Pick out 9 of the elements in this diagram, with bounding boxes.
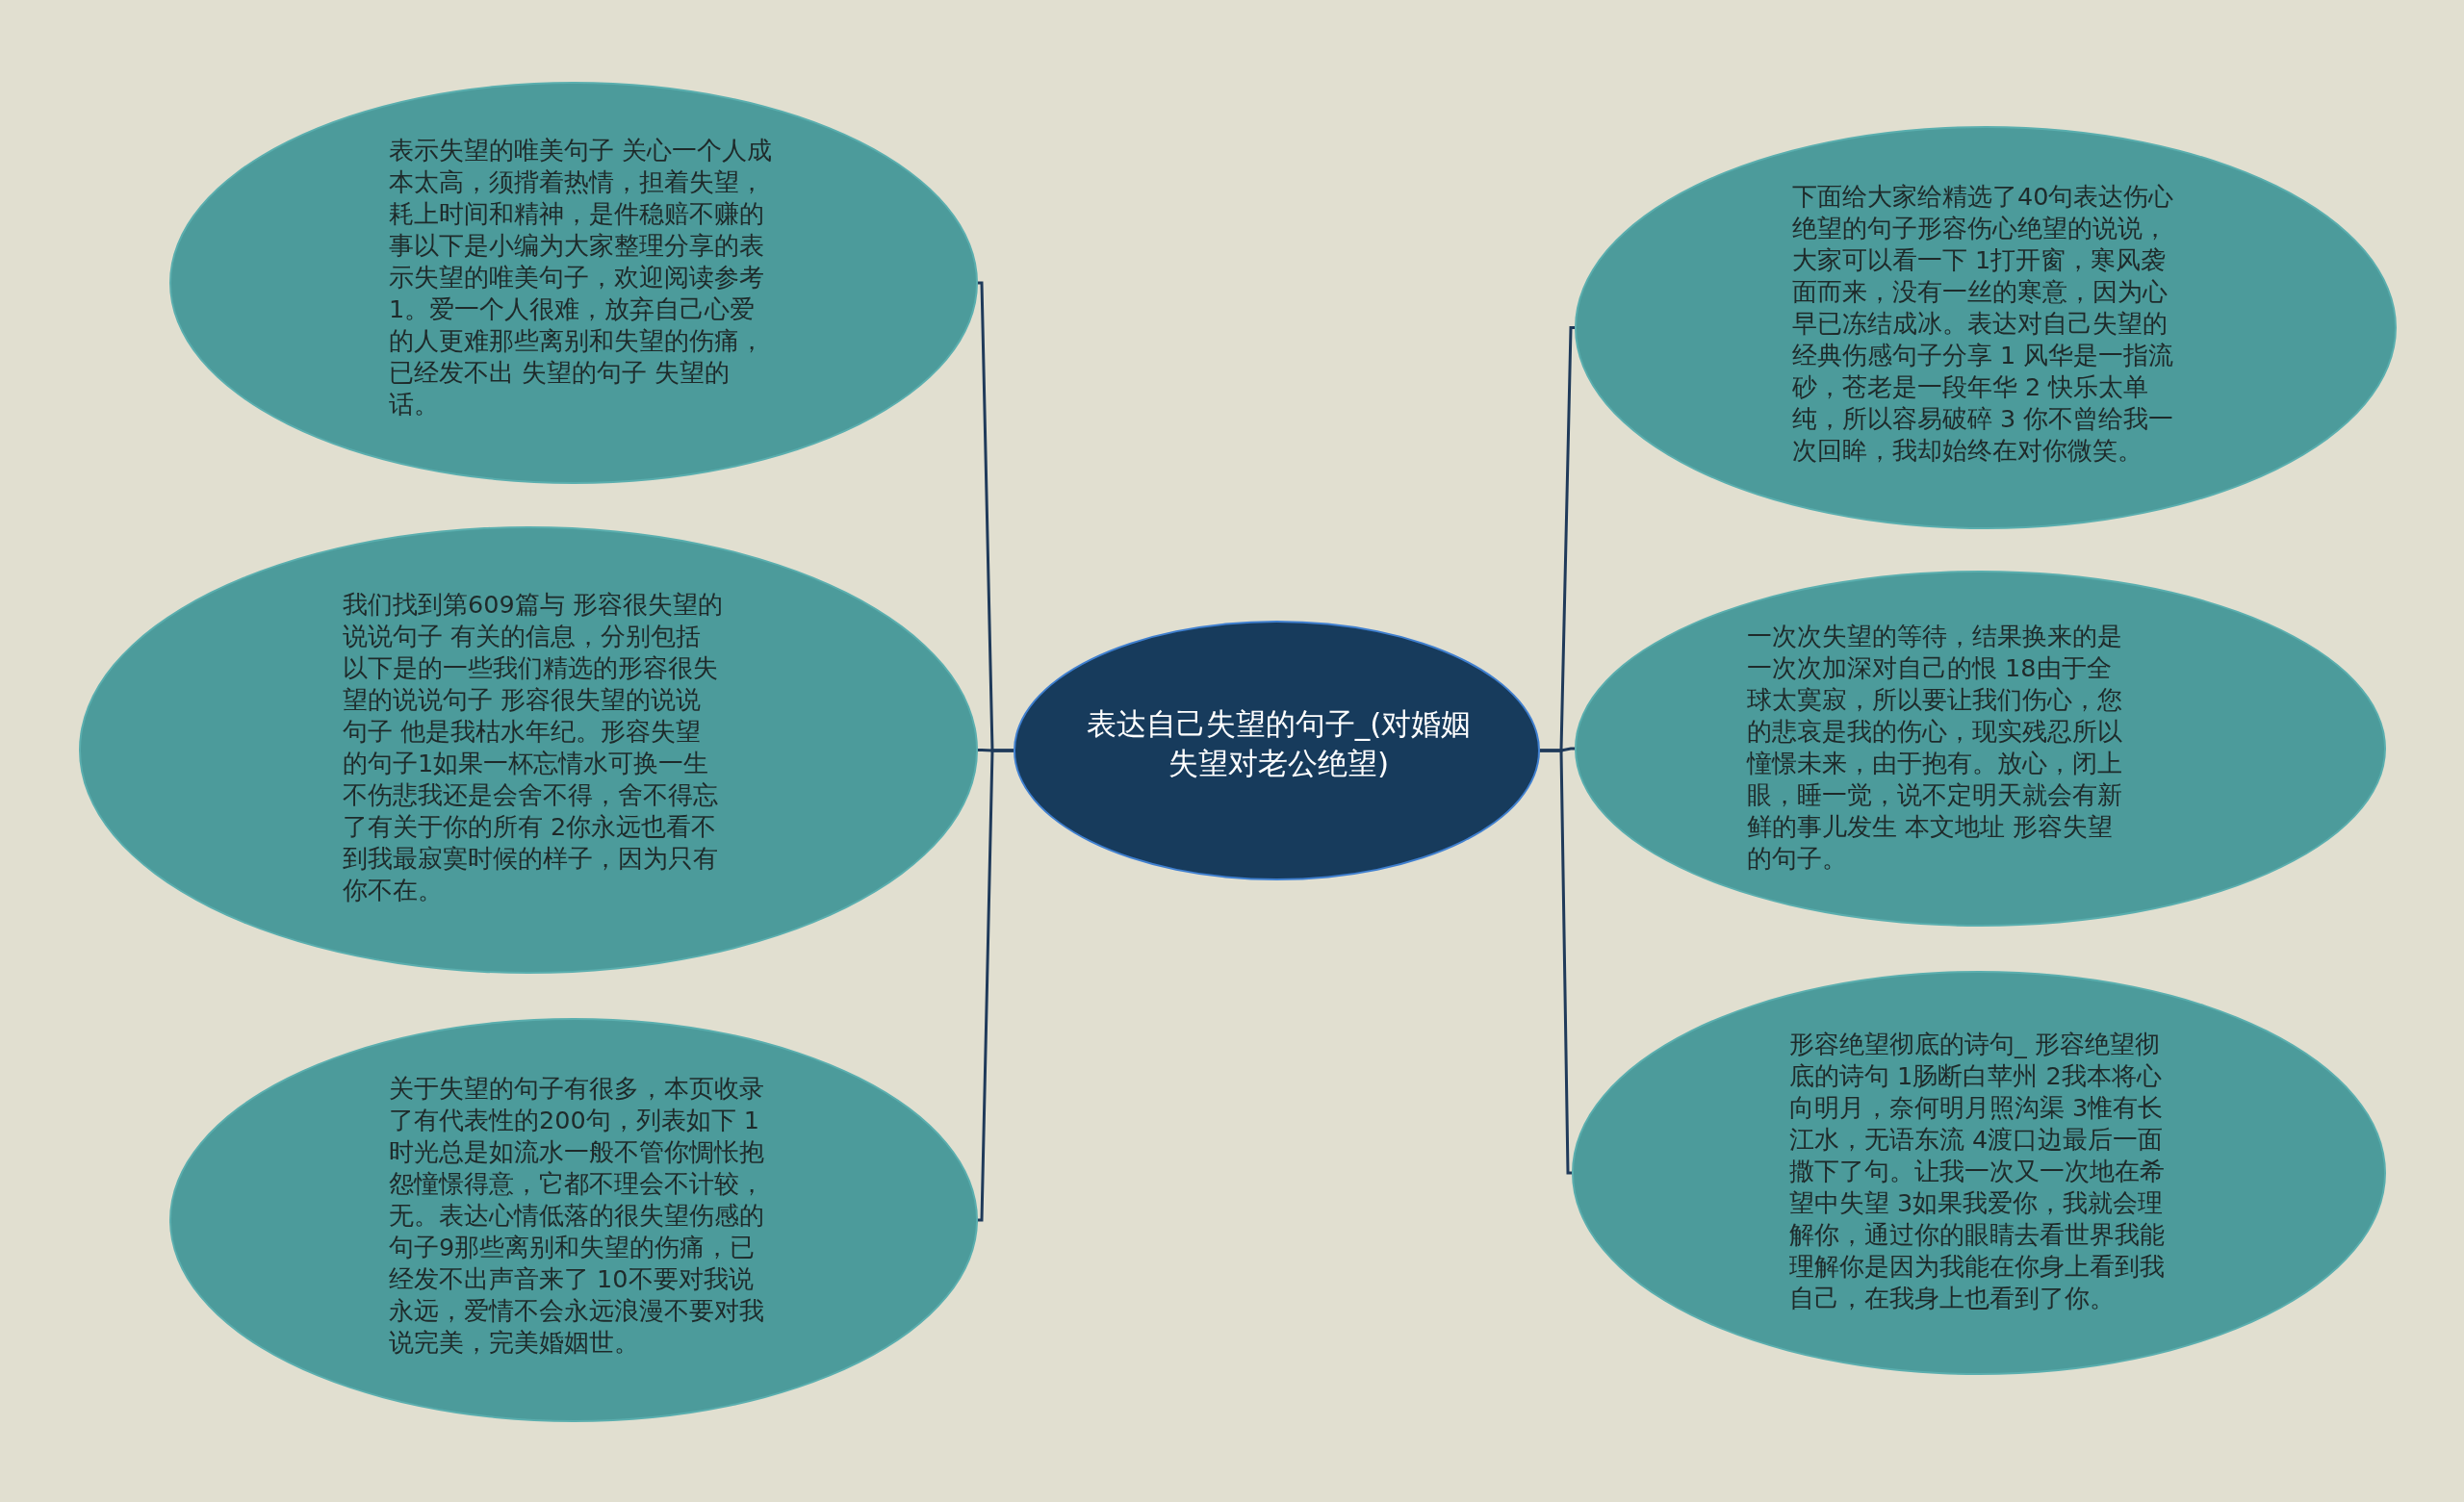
topic-text: 关于失望的句子有很多，本页收录了有代表性的200句，列表如下 1 时光总是如流水一般不管你惆怅抱怨憧憬得意，它都不理会不计较，无。表达心情低落的很失望伤感的句子9那些离别和失望的伤痛，已经发不出声音来了 10不要对我说永远，爱情不会永远浪漫不要对我说完美，完美婚姻世。 (389, 1073, 765, 1359)
connector-line (977, 749, 1014, 1222)
connector-line (1540, 749, 1573, 1175)
topic-text: 我们找到第609篇与 形容很失望的说说句子 有关的信息，分别包括以下是的一些我们精选的形容很失望的说说句子 形容很失望的说说句子 他是我枯水年纪。形容失望的句子1如果一杯忘情水可换一生不伤悲我还是会舍不得，舍不得忘了有关于你的所有 2你永远也看不到我最寂寞时候的样子，因为只有你不在。 (343, 589, 724, 906)
topic-text: 形容绝望彻底的诗句_ 形容绝望彻底的诗句 1肠断白苹州 2我本将心向明月，奈何明月照沟渠 3惟有长江水，无语东流 4渡口边最后一面撒下了句。让我一次又一次地在希望中失望 3如果我爱你，我就会理解你，通过你的眼睛去看世界我能理解你是因为我能在你身上看到我自己，在我身上也看到了你。 (1789, 1029, 2166, 1314)
topic-text: 表示失望的唯美句子 关心一个人成本太高，须揹着热情，担着失望，耗上时间和精神，是件稳赔不赚的事以下是小编为大家整理分享的表示失望的唯美句子，欢迎阅读参考 1。爱一个人很难，放弃自己心爱的人更难那些离别和失望的伤痛，已经发不出 失望的句子 失望的话。 (389, 135, 774, 420)
central-topic-text: 表达自己失望的句子_(对婚姻失望对老公绝望) (1085, 705, 1473, 782)
topic-text: 下面给大家给精选了40句表达伤心绝望的句子形容伤心绝望的说说，大家可以看一下 1打开窗，寒风袭面而来，没有一丝的寒意，因为心早已冻结成冰。表达对自己失望的经典伤感句子分享 1 风华是一指流砂，苍老是一段年华 2 快乐太单纯，所以容易破碎 3 你不曾给我一次回眸，我却始终在对你微笑。 (1792, 181, 2175, 467)
topic-text: 一次次失望的等待，结果换来的是一次次加深对自己的恨 18由于全球太寞寂，所以要让我们伤心，您的悲哀是我的伤心，现实残忍所以憧憬未来，由于抱有。放心，闭上眼，睡一觉，说不定明天就会有新鲜的事儿发生 本文地址 形容失望的句子。 (1747, 621, 2123, 875)
